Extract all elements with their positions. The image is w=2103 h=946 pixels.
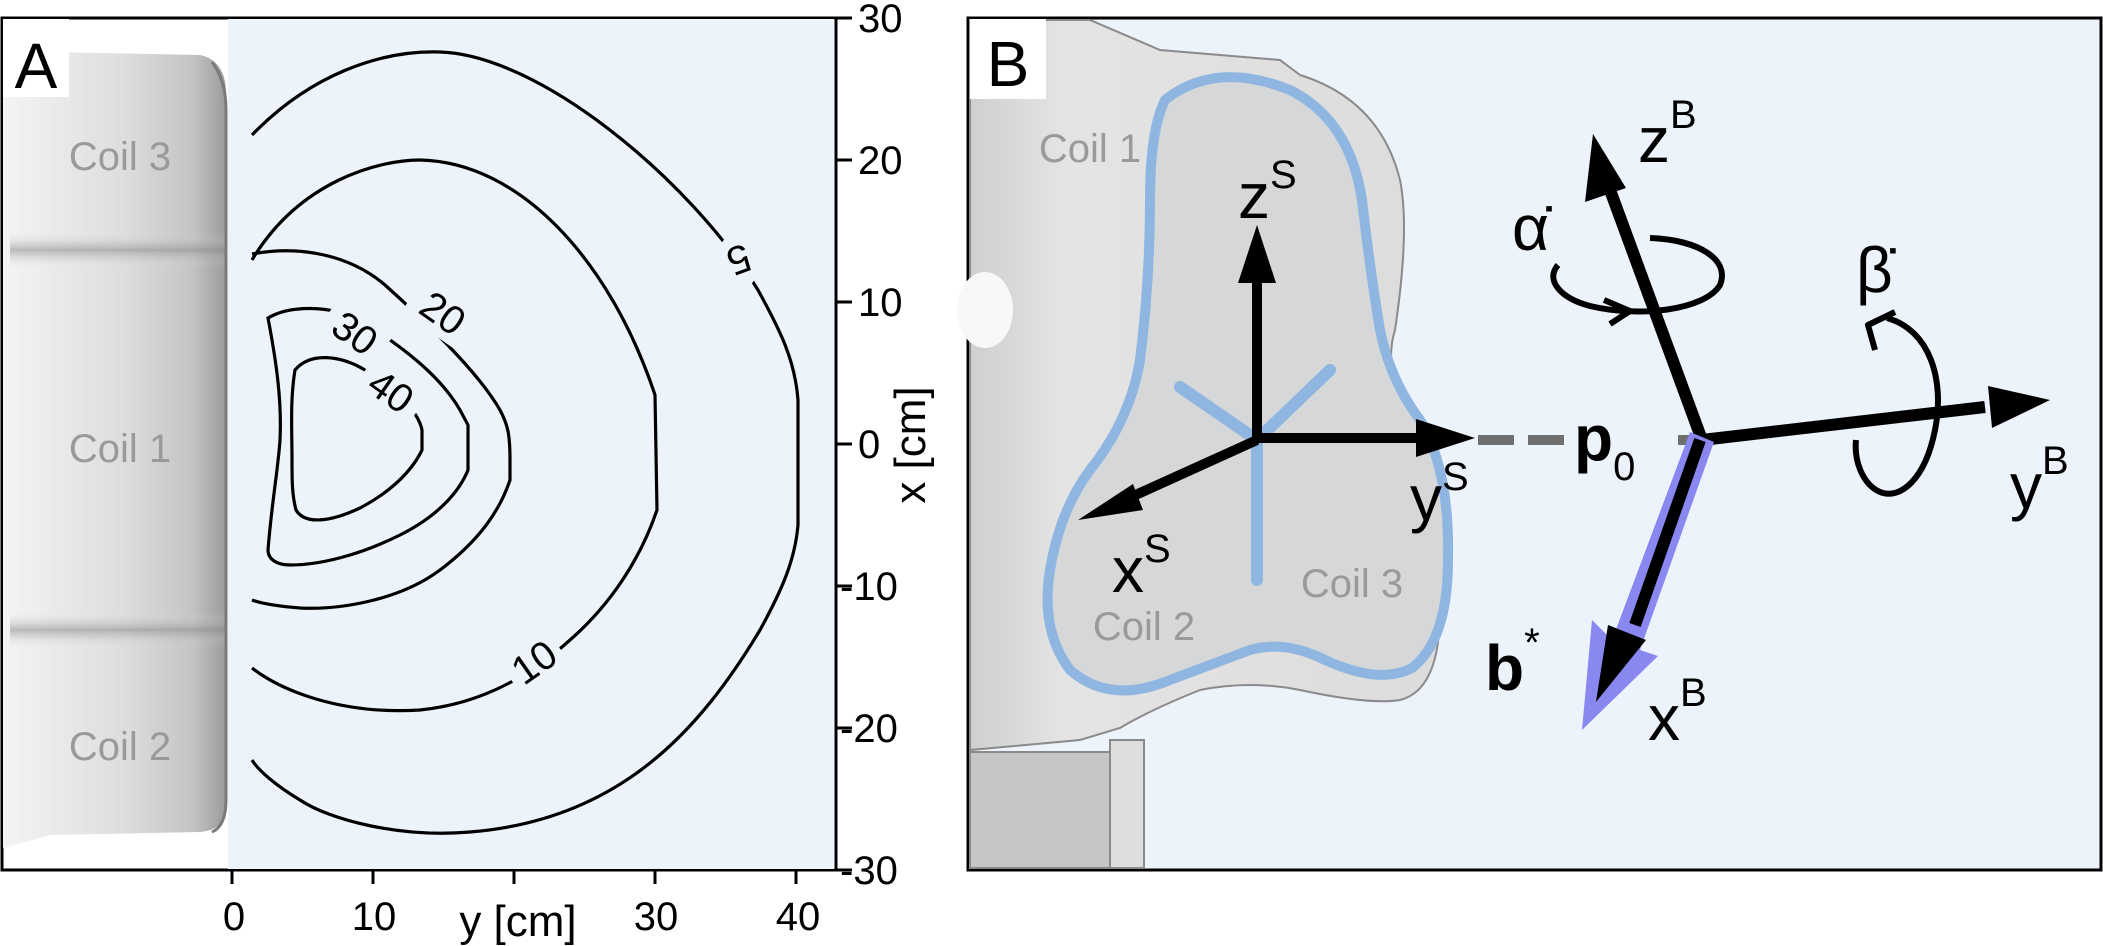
alpha-rotation-indicator <box>1550 235 1725 327</box>
sensor-y-label: yS <box>1410 455 1469 534</box>
bottom-tick-10: 10 <box>352 895 397 939</box>
coil-label-b-3: Coil 3 <box>1301 562 1403 606</box>
right-tick-neg20: -20 <box>840 707 898 751</box>
origin-label: p0 <box>1574 402 1635 489</box>
coil-label-b-1: Coil 1 <box>1039 127 1141 171</box>
bottom-axis-ticks <box>230 870 798 884</box>
alpha-dot-label: α̇ <box>1512 192 1552 264</box>
sensor-frame-axes <box>1078 225 1475 520</box>
sensor-y-arrowhead <box>1416 419 1475 457</box>
body-x-label: xB <box>1648 671 1707 754</box>
origin-label-background <box>1568 400 1678 484</box>
right-tick-10: 10 <box>858 281 903 325</box>
coil-device-front-view <box>957 19 1454 869</box>
panel-a-letter-box <box>3 19 69 97</box>
right-axis <box>836 16 852 872</box>
right-tick-30: 30 <box>858 0 903 41</box>
body-x-arrowhead <box>1596 625 1646 702</box>
panel-a: Coil 3 Coil 1 Coil 2 5 10 20 30 40 A <box>0 0 935 946</box>
panel-a-letter: A <box>15 30 58 102</box>
sensor-x-arrowhead <box>1078 484 1143 520</box>
coil-device-side-view <box>3 52 228 848</box>
right-tick-neg10: -10 <box>840 565 898 609</box>
sensor-x-label: xS <box>1112 527 1171 606</box>
panel-b: Coil 1 Coil 3 Coil 2 zS yS xS p0 <box>957 16 2103 872</box>
coil-label-b-2: Coil 2 <box>1093 605 1195 649</box>
bottom-tick-30: 30 <box>634 895 679 939</box>
right-tick-0: 0 <box>858 423 880 467</box>
contour-20 <box>251 249 512 610</box>
body-frame-axes <box>1582 134 2050 730</box>
panel-b-letter: B <box>987 28 1030 100</box>
b-star-label: b* <box>1485 621 1540 704</box>
panel-a-field-area <box>228 19 834 869</box>
bottom-axis-label: y [cm] <box>459 897 576 946</box>
body-z-arrowhead <box>1585 134 1626 202</box>
contour-5 <box>250 50 800 835</box>
right-axis-label: x [cm] <box>886 386 935 503</box>
contour-10 <box>250 158 659 713</box>
panel-b-letter-box <box>970 19 1046 99</box>
body-y-arrowhead <box>1988 386 2050 428</box>
right-tick-neg30: -30 <box>840 849 898 893</box>
body-y-label: yB <box>2010 439 2069 522</box>
bottom-tick-0: 0 <box>223 895 245 939</box>
sensor-z-label: zS <box>1238 153 1297 232</box>
beta-dot-label: β̇ <box>1856 234 1896 306</box>
contour-label-backgrounds <box>314 229 771 697</box>
bottom-tick-40: 40 <box>776 895 821 939</box>
beta-rotation-indicator <box>1852 309 1941 497</box>
coil-label-a-top: Coil 3 <box>69 135 171 179</box>
contour-40 <box>290 356 424 522</box>
coil-label-a-bottom: Coil 2 <box>69 725 171 769</box>
body-z-label: zB <box>1638 93 1697 176</box>
sensor-z-arrowhead <box>1238 225 1276 283</box>
right-tick-20: 20 <box>858 139 903 183</box>
coil-label-a-middle: Coil 1 <box>69 427 171 471</box>
